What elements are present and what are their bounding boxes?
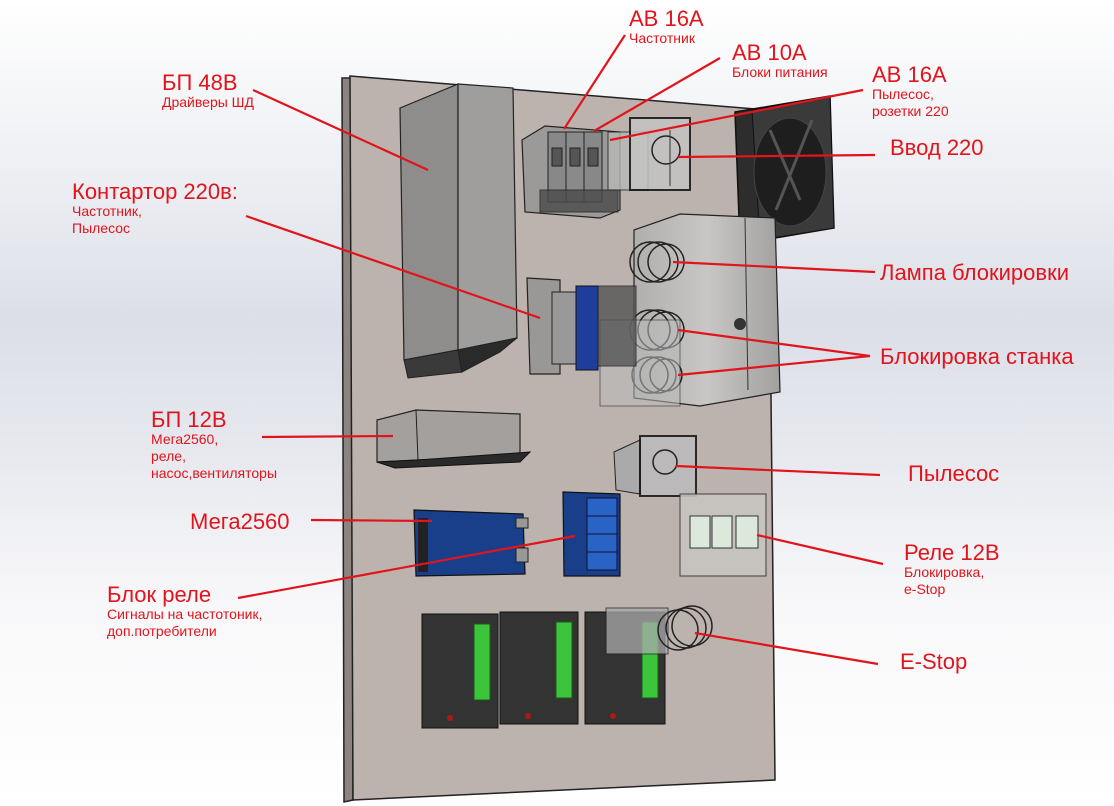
label-lock-lamp: Лампа блокировки xyxy=(880,260,1069,285)
label-mega2560: Мега2560 xyxy=(190,509,290,534)
circuit-breakers xyxy=(521,125,621,219)
relay-12v xyxy=(679,493,767,577)
relay-block xyxy=(562,491,621,577)
stepper-driver-2 xyxy=(499,611,579,725)
label-input-220: Ввод 220 xyxy=(890,135,984,160)
cooling-fan xyxy=(734,95,835,245)
label-relay12v: Реле 12В Блокировка, e-Stop xyxy=(904,540,1000,598)
label-machine-lock: Блокировка станка xyxy=(880,344,1074,369)
leader-lines xyxy=(237,34,884,666)
label-contactor: Контартор 220в: Частотник, Пылесос xyxy=(72,179,238,237)
label-ab16-vacuum: АВ 16А Пылесос, розетки 220 xyxy=(872,62,949,120)
stepper-driver-1 xyxy=(421,613,499,729)
label-ab16-freq: АВ 16А Частотник xyxy=(629,6,704,47)
psu-48v xyxy=(399,83,518,379)
contactor xyxy=(526,277,637,375)
label-vacuum: Пылесос xyxy=(908,461,1000,486)
estop-button xyxy=(605,605,713,655)
label-psu12: БП 12В Мега2560, реле, насос,вентиляторы xyxy=(151,407,278,482)
label-relay-block: Блок реле Сигналы на частотоник, доп.пот… xyxy=(107,582,263,640)
label-psu48: БП 48В Драйверы ШД xyxy=(162,70,254,111)
psu-12v xyxy=(376,409,532,469)
label-estop: E-Stop xyxy=(900,649,968,674)
label-ab10-psu: АВ 10А Блоки питания xyxy=(732,40,828,81)
